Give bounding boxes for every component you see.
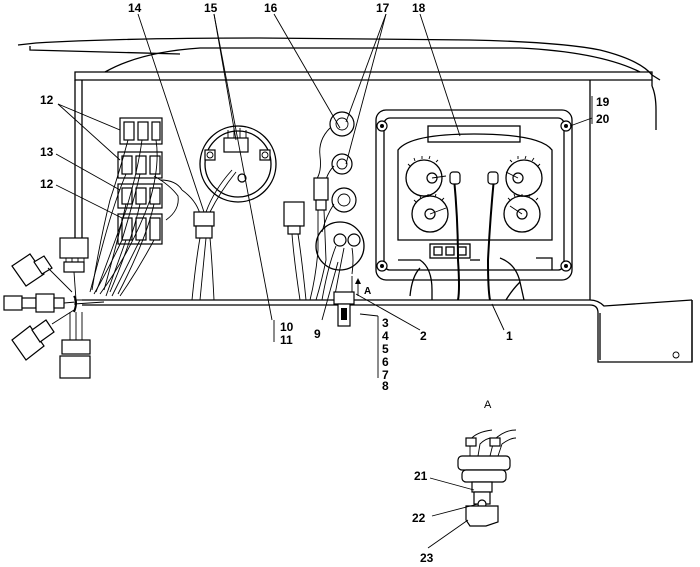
callout-18: 18 (412, 1, 426, 15)
callout-20: 20 (596, 112, 610, 126)
leader-lines (55, 13, 593, 378)
instrument-panel-housing (17, 37, 693, 363)
callout-13: 13 (40, 145, 54, 159)
callout-21: 21 (414, 469, 428, 483)
callout-4: 4 (382, 329, 389, 343)
callout-5: 5 (382, 342, 389, 356)
callout-9: 9 (314, 327, 321, 341)
callout-10: 10 (280, 320, 294, 334)
switch-wiring (89, 139, 183, 297)
callout-labels: 12 13 12 14 15 16 17 18 19 20 10 11 9 3 … (40, 1, 610, 565)
callout-1: 1 (506, 329, 513, 343)
callout-15: 15 (204, 1, 218, 15)
detail-view-label: A (484, 399, 492, 411)
callout-22: 22 (412, 511, 426, 525)
callout-16: 16 (264, 1, 278, 15)
callout-11: 11 (280, 333, 293, 347)
view-arrow-label: A (364, 286, 371, 297)
callout-6: 6 (382, 355, 389, 369)
callout-8-label: 8 (382, 379, 389, 393)
callout-12-lower: 12 (40, 177, 54, 191)
instrument-cluster (375, 109, 573, 301)
callout-19: 19 (596, 95, 610, 109)
callout-2: 2 (420, 329, 427, 343)
callout-3: 3 (382, 316, 389, 330)
callout-23: 23 (420, 551, 434, 565)
warning-lamps (283, 111, 357, 301)
key-switch-9 (315, 221, 365, 327)
callout-14: 14 (128, 1, 142, 15)
harness-connectors (3, 237, 105, 379)
callout-12-upper: 12 (40, 93, 54, 107)
round-gauge-15 (199, 125, 277, 203)
callout-7: 7 (382, 368, 389, 382)
callout-17: 17 (376, 1, 390, 15)
detail-view-a (427, 429, 517, 549)
